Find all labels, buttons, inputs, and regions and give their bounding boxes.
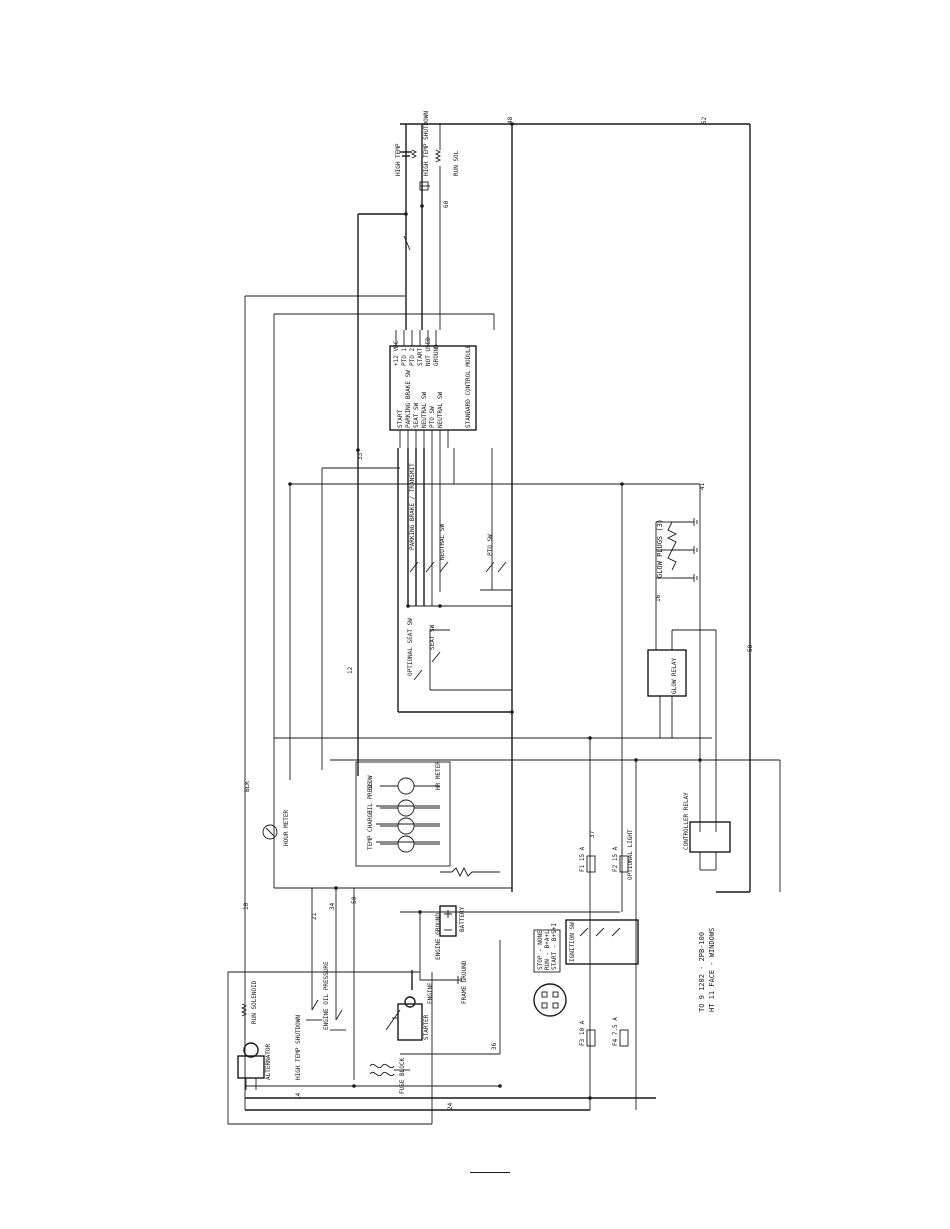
label-lamp-oil: OIL PRESS [367, 781, 374, 814]
label-lamp-hr-meter: HR METER [435, 761, 442, 790]
junction-dots [288, 122, 702, 1100]
glow-plugs-symbol [655, 518, 698, 600]
label-fuse-1: F1 15 A [579, 846, 586, 872]
label-lamp-charge: CHARGE [367, 810, 374, 832]
wire-number: 10 [243, 902, 250, 910]
wire-number: 48 [507, 116, 514, 124]
wire-number: 50 [351, 896, 358, 904]
run-solenoid-coil [240, 1003, 248, 1040]
wire-number: 36 [491, 1042, 498, 1050]
label-fuse-3: F3 10 A [579, 1020, 586, 1046]
indicator-lamp-stack [355, 761, 500, 878]
wire-number: 58 [747, 644, 754, 652]
drawing-note-line-1: TO 9 1202 - 2PB-100 [698, 932, 706, 1012]
label-temp-sender: HIGH TEMP SHUTDOWN [423, 111, 430, 176]
wire-number: 16 [655, 594, 662, 602]
harness-trunk-lines [227, 123, 781, 1125]
label-module-out-6: GROUND [433, 344, 440, 366]
label-battery: BATTERY [459, 906, 466, 932]
top-sensor-cluster [400, 124, 442, 330]
label-fuse-block: FUSE BLOCK [399, 1057, 406, 1094]
drawing-note-line-2: HT 11 FACE - WINDOWS [708, 928, 716, 1012]
fusible-links [369, 1063, 410, 1077]
label-glow-plugs: GLOW PLUGS (3) [656, 519, 664, 578]
standard-control-module [389, 330, 477, 448]
label-controller-relay: CONTROLLER RELAY [683, 792, 690, 850]
wire-number: 34 [329, 902, 336, 910]
starter-motor-symbol [385, 996, 423, 1041]
label-ignition-sw: IGNITION SW [569, 922, 576, 962]
label-module-out-5: NOT USED [425, 337, 432, 366]
label-optional-seat-sw: OPTIONAL SEAT SW [407, 618, 414, 676]
page-footer-rule [470, 1172, 510, 1173]
label-frame-ground: FRAME GROUND [461, 960, 468, 1004]
label-neutral-sw: NEUTRAL SW [439, 523, 446, 560]
label-optional-light: OPTIONAL LIGHT [627, 829, 634, 880]
key-switch-face [533, 983, 567, 1017]
engine-switches [306, 999, 346, 1031]
label-high-temp-shutdown: HIGH TEMP SHUTDOWN [295, 1015, 302, 1080]
label-hour-meter: HOUR METER [283, 809, 290, 846]
label-module-out-1: +12 VDC [393, 340, 400, 366]
label-module-in-6: NEUTRAL SW [437, 391, 444, 428]
ignition-switch-box [533, 919, 639, 973]
label-module-in-2: PARKING BRAKE SW [405, 370, 412, 428]
wire-number: 52 [701, 116, 708, 124]
wire-number: 33 [357, 452, 364, 460]
alternator-symbol [237, 1042, 265, 1090]
label-eng-oil-pressure: ENGINE OIL PRESSURE [323, 961, 330, 1030]
wire-number: 14 [295, 1092, 302, 1100]
wire-number: 12 [347, 666, 354, 674]
wire-number: 37 [589, 830, 596, 838]
wire-numbers: 48 52 60 33 12 BLK 10 21 34 50 36 14 24 … [243, 116, 754, 1110]
wire-number: 24 [447, 1102, 454, 1110]
label-module-out-4: START [417, 348, 424, 366]
label-run-solenoid: RUN SOLENOID [251, 980, 258, 1024]
controller-relay-box [689, 821, 731, 871]
label-fuse-4: F4 7.5 A [612, 1017, 619, 1046]
wire-number: 60 [443, 200, 450, 208]
label-module-in-3: SEAT SW [413, 402, 420, 428]
label-engine-ground: ENGINE GROUND [435, 913, 442, 960]
label-control-module: STANDARD CONTROL MODULE [465, 345, 472, 428]
label-pto-sw: PTO SW [487, 534, 494, 556]
label-alternator: ALTERNATOR [265, 1043, 272, 1080]
label-ign-pos-2: RUN - B+A+L [544, 930, 551, 970]
ground-symbols [411, 970, 462, 990]
label-glow-relay: GLOW RELAY [671, 657, 678, 694]
wire-number: 21 [311, 912, 318, 920]
label-starter: STARTER [423, 1014, 430, 1040]
label-lamp-temp: TEMP [367, 835, 374, 850]
label-seat-sw: SEAT SW [429, 624, 436, 650]
label-engine: ENGINE [427, 982, 434, 1004]
label-lamp-glow: GLOW [367, 775, 374, 790]
hour-meter-symbol [262, 824, 278, 840]
wire-number: BLK [244, 781, 251, 792]
label-module-in-4: NEUTRAL SW [421, 391, 428, 428]
label-ign-pos-1: STOP - NONE [537, 930, 544, 970]
label-ign-pos-3: START - B+S+I [551, 923, 558, 970]
label-module-out-2: PTO 1 [401, 348, 408, 366]
label-high-temp: HIGH TEMP [395, 143, 402, 176]
label-module-out-3: PTO 2 [409, 348, 416, 366]
label-fuse-2: F2 15 A [612, 846, 619, 872]
fuse-block [586, 855, 629, 1047]
label-parking-brake-sw: PARKING BRAKE / TRANSMIT [409, 463, 416, 550]
label-module-in-5: PTO SW [429, 406, 436, 428]
safety-switch-cluster [407, 448, 512, 691]
battery-symbol [439, 905, 457, 937]
label-run-solenoid-top: RUN SOL [453, 150, 460, 176]
glow-relay-box [647, 600, 687, 738]
wire-number: 41 [699, 482, 706, 490]
label-module-in-1: START [397, 410, 404, 428]
